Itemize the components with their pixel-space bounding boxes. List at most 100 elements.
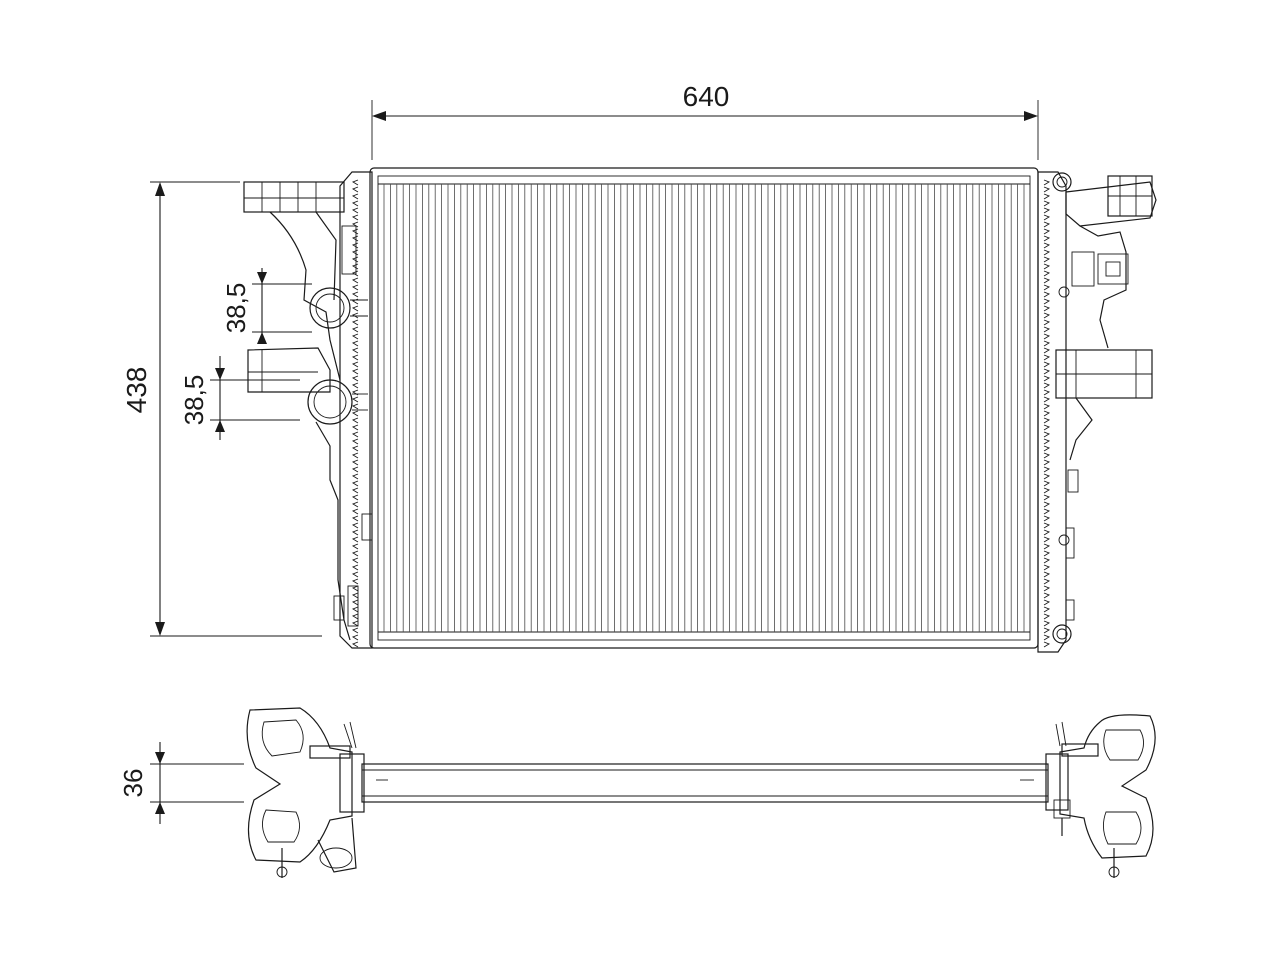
tank-tooth	[1043, 326, 1051, 333]
tank-tooth	[351, 291, 359, 298]
tank-tooth	[1043, 606, 1051, 613]
tank-tooth	[1043, 445, 1051, 452]
tank-tooth	[1043, 494, 1051, 501]
tank-tooth	[351, 599, 359, 606]
right-top-bracket	[1065, 181, 1157, 227]
left-bracket-outline	[246, 707, 353, 863]
top-view	[246, 707, 1156, 878]
upper-outlet-pipe	[309, 287, 368, 329]
depth-label: 36	[118, 769, 148, 798]
tank-tooth	[1043, 382, 1051, 389]
core-fins	[383, 184, 1025, 632]
tank-tooth	[1043, 459, 1051, 466]
height-label: 438	[121, 367, 152, 414]
tank-tooth	[351, 361, 359, 368]
tank-tooth	[1043, 340, 1051, 347]
tank-tooth	[351, 382, 359, 389]
tank-tooth	[351, 284, 359, 291]
tank-tooth	[351, 347, 359, 354]
tank-tooth	[1043, 585, 1051, 592]
width-arrow-left	[372, 111, 386, 121]
tank-tooth	[1043, 347, 1051, 354]
left-tank-outline	[269, 211, 341, 381]
tank-tooth	[1043, 487, 1051, 494]
tank-tooth	[1043, 214, 1051, 221]
tank-tooth	[351, 403, 359, 410]
height-dimension: 438	[121, 181, 322, 637]
tank-tooth	[1043, 249, 1051, 256]
tank-tooth	[351, 186, 359, 193]
tank-tooth	[1043, 354, 1051, 361]
tank-tooth	[351, 487, 359, 494]
tank-tooth	[1043, 186, 1051, 193]
tank-tooth	[1043, 438, 1051, 445]
tank-tooth	[1043, 235, 1051, 242]
tank-tooth	[1043, 452, 1051, 459]
tank-tooth	[351, 438, 359, 445]
lower-offset-dimension: 38,5	[179, 356, 300, 440]
tank-tooth	[1043, 592, 1051, 599]
drain-plug	[361, 513, 373, 541]
tank-tooth	[351, 375, 359, 382]
tank-tooth	[1043, 501, 1051, 508]
tank-tooth	[1043, 207, 1051, 214]
tank-tooth	[351, 312, 359, 319]
tank-tooth	[1043, 298, 1051, 305]
tank-tooth	[351, 634, 359, 641]
tank-tooth	[1043, 550, 1051, 557]
tank-tooth	[351, 641, 359, 648]
top-view-left-end	[246, 707, 365, 878]
tank-tooth	[351, 326, 359, 333]
tank-tooth	[351, 368, 359, 375]
tank-tooth	[1043, 396, 1051, 403]
tank-tooth	[351, 508, 359, 515]
left-top-bracket	[243, 181, 345, 213]
tank-tooth	[1043, 242, 1051, 249]
tank-tooth	[1043, 403, 1051, 410]
tank-tooth	[1043, 221, 1051, 228]
tank-tooth	[351, 459, 359, 466]
tank-tooth	[1043, 417, 1051, 424]
sensor-port-lower	[1058, 534, 1070, 546]
tank-tooth	[351, 431, 359, 438]
height-arrow-top	[155, 182, 165, 196]
top-vent-cap	[1052, 172, 1072, 192]
depth-dimension: 36	[118, 742, 244, 824]
tank-tooth	[1043, 473, 1051, 480]
tank-tooth	[351, 515, 359, 522]
tank-tooth	[1043, 277, 1051, 284]
tank-tooth	[1043, 228, 1051, 235]
tank-tooth	[1043, 200, 1051, 207]
tank-tooth	[351, 543, 359, 550]
tank-tooth	[351, 340, 359, 347]
front-view	[243, 167, 1157, 653]
width-dimension: 640	[371, 81, 1039, 160]
top-view-core	[361, 763, 1049, 803]
tank-tooth	[351, 256, 359, 263]
upper-offset-dimension: 38,5	[221, 268, 312, 344]
tank-tooth	[351, 333, 359, 340]
tank-tooth	[1043, 424, 1051, 431]
left-middle-bracket	[247, 347, 331, 393]
tank-tooth	[351, 277, 359, 284]
radiator-core-inner	[377, 175, 1031, 641]
width-label: 640	[683, 81, 730, 112]
tank-tooth	[351, 466, 359, 473]
tank-tooth	[1043, 508, 1051, 515]
tank-tooth	[351, 228, 359, 235]
tank-tooth	[1043, 312, 1051, 319]
tank-tooth	[1043, 522, 1051, 529]
lower-outlet-pipe	[307, 379, 368, 425]
tank-tooth	[1043, 431, 1051, 438]
right-tank-teeth	[1043, 179, 1051, 648]
tank-tooth	[351, 235, 359, 242]
tank-tooth	[1043, 193, 1051, 200]
tank-tooth	[351, 571, 359, 578]
tank-tooth	[351, 564, 359, 571]
tank-tooth	[1043, 179, 1051, 186]
tank-tooth	[351, 578, 359, 585]
tank-tooth	[351, 501, 359, 508]
tank-tooth	[351, 550, 359, 557]
tank-tooth	[1043, 627, 1051, 634]
tank-tooth	[351, 473, 359, 480]
